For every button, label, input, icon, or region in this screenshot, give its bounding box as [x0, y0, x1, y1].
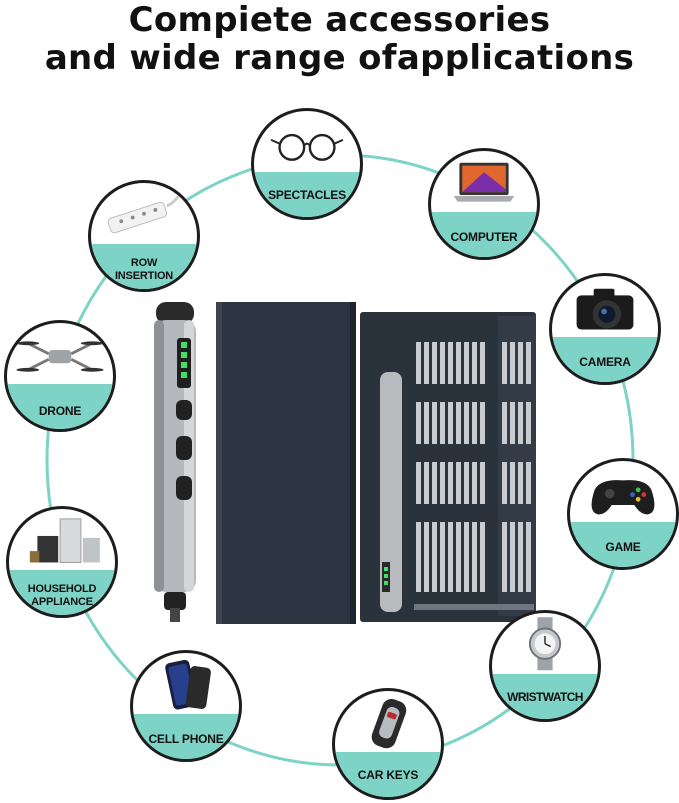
app-label: CAR KEYS: [357, 768, 419, 782]
glasses-icon: [270, 133, 344, 161]
case-lid: [216, 302, 356, 624]
camera-icon: [576, 288, 634, 330]
app-spectacles: SPECTACLES: [251, 108, 363, 220]
app-label: GAME: [605, 540, 641, 554]
gamepad-icon: [591, 480, 655, 515]
app-label: CAMERA: [579, 355, 631, 369]
product-image: [150, 302, 650, 632]
app-label: DRONE: [38, 404, 82, 418]
car-key-icon: [371, 698, 407, 749]
laptop-icon: [453, 162, 515, 202]
electric-screwdriver-pen: [154, 302, 196, 622]
app-cell-phone: CELL PHONE: [130, 650, 242, 762]
app-car-keys: CAR KEYS: [332, 688, 444, 800]
phone-icon: [165, 659, 211, 710]
app-label-line-2: INSERTION: [114, 270, 174, 282]
app-row-insertion: ROW INSERTION: [88, 180, 200, 292]
app-drone: DRONE: [4, 320, 116, 432]
headline-line-2: and wide range ofapplications: [44, 38, 635, 78]
appliance-icon: [29, 518, 100, 563]
bit-tray: [360, 312, 536, 622]
app-label: SPECTACLES: [268, 188, 346, 202]
app-label-line-1: HOUSEHOLD: [27, 583, 97, 595]
watch-icon: [528, 617, 562, 671]
app-label: WRISTWATCH: [507, 690, 583, 704]
app-label: CELL PHONE: [148, 732, 224, 746]
app-camera: CAMERA: [549, 273, 661, 385]
headline-line-1: Compiete accessories: [128, 0, 551, 40]
app-label-line-2: APPLIANCE: [31, 596, 93, 608]
app-computer: COMPUTER: [428, 148, 540, 260]
app-wristwatch: WRISTWATCH: [489, 610, 601, 722]
app-label-line-1: ROW: [130, 257, 158, 269]
app-game: GAME: [567, 458, 679, 570]
drone-icon: [16, 341, 104, 372]
app-label: COMPUTER: [450, 230, 518, 244]
app-household-appliance: HOUSEHOLD APPLIANCE: [6, 506, 118, 618]
power-strip-icon: [107, 188, 184, 234]
